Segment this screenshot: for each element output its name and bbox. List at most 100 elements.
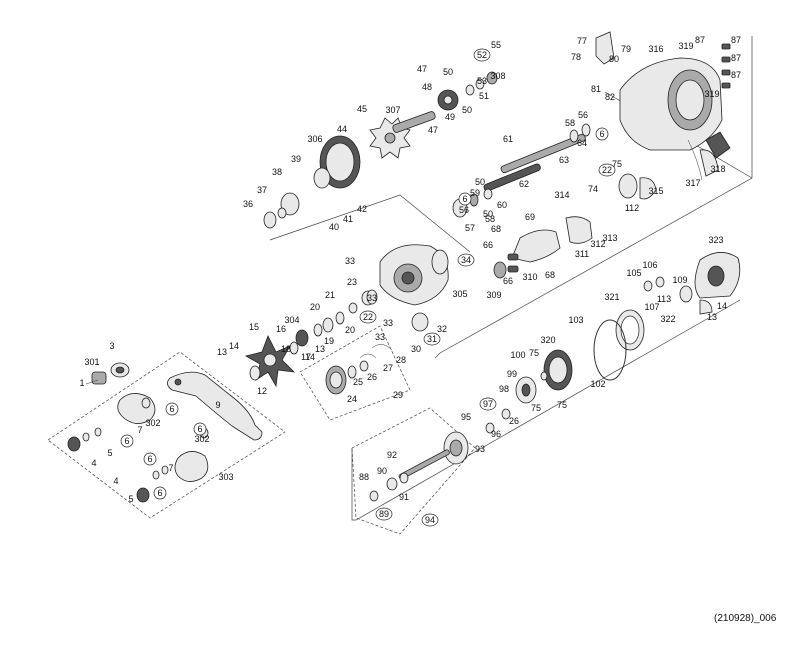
part-label-314: 314 — [554, 190, 569, 200]
part-label-32: 32 — [437, 324, 447, 334]
level-wind-shaft — [483, 133, 586, 192]
part-label-74a: 74 — [588, 184, 598, 194]
part-number: 94 — [425, 515, 435, 525]
part-number: 302 — [145, 418, 160, 428]
handle-arm — [167, 371, 263, 441]
part-number: 20 — [345, 325, 355, 335]
circled-label-ring — [375, 507, 393, 521]
diagram-code: (210928)_006 — [714, 613, 777, 624]
circled-label-ring — [193, 422, 207, 436]
brake-parts — [643, 276, 713, 315]
part-number: 302 — [194, 434, 209, 444]
part-number: 312 — [590, 239, 605, 249]
part-label-6a: 6 — [165, 402, 179, 416]
part-number: 14 — [229, 341, 239, 351]
parts-drawing — [47, 31, 753, 535]
part-label-36: 36 — [243, 199, 253, 209]
part-label-51: 51 — [479, 91, 489, 101]
part-label-90: 90 — [377, 466, 387, 476]
part-number: 26 — [509, 416, 519, 426]
part-number: 9 — [215, 400, 220, 410]
part-number: 18 — [281, 344, 291, 354]
part-number: 105 — [626, 268, 641, 278]
spool-shaft-assembly — [369, 431, 469, 502]
part-number: 87 — [695, 35, 705, 45]
part-label-13c: 13 — [707, 312, 717, 322]
circled-label-ring — [595, 127, 609, 141]
part-label-20a: 20 — [310, 302, 320, 312]
part-label-6g: 6 — [458, 192, 472, 206]
part-label-316: 316 — [648, 44, 663, 54]
circled-label-ring — [473, 48, 491, 62]
part-label-64: 64 — [577, 138, 587, 148]
part-number: 40 — [329, 222, 339, 232]
part-label-45: 45 — [357, 104, 367, 114]
part-label-57: 57 — [465, 223, 475, 233]
part-number: 59 — [470, 188, 480, 198]
upper-group-outline — [269, 194, 471, 253]
part-label-308: 308 — [490, 71, 505, 81]
part-number: 14 — [717, 301, 727, 311]
part-label-6f: 6 — [595, 127, 609, 141]
thumb-bar — [699, 131, 731, 177]
part-label-22a: 22 — [359, 310, 377, 324]
part-label-33a: 33 — [345, 256, 355, 266]
part-label-41: 41 — [343, 214, 353, 224]
circled-label-ring — [423, 332, 441, 346]
part-label-58a: 58 — [485, 214, 495, 224]
part-label-321: 321 — [604, 292, 619, 302]
part-label-63: 63 — [559, 155, 569, 165]
part-number: 33 — [367, 293, 377, 303]
part-label-66b: 66 — [503, 276, 513, 286]
part-number: 48 — [422, 82, 432, 92]
side-plate — [379, 244, 449, 306]
part-label-50a: 50 — [443, 67, 453, 77]
part-label-9: 9 — [215, 400, 220, 410]
part-label-92: 92 — [387, 450, 397, 460]
part-label-93: 93 — [475, 444, 485, 454]
part-number: 82 — [605, 92, 615, 102]
part-label-320: 320 — [540, 335, 555, 345]
part-label-95: 95 — [461, 412, 471, 422]
part-number: 33 — [383, 318, 393, 328]
pinion-parts — [465, 71, 498, 96]
part-number: 13 — [707, 312, 717, 322]
part-label-39: 39 — [291, 154, 301, 164]
part-label-106: 106 — [642, 260, 657, 270]
part-number: 109 — [672, 275, 687, 285]
part-number: 34 — [461, 255, 471, 265]
palming-side-cover — [694, 252, 741, 299]
main-body-group-outline — [434, 36, 753, 359]
part-number: 321 — [604, 292, 619, 302]
part-label-68b: 68 — [545, 270, 555, 280]
handle-knob-lower — [174, 451, 209, 482]
part-label-24: 24 — [347, 394, 357, 404]
clutch-lever — [595, 31, 615, 65]
part-number: 57 — [465, 223, 475, 233]
part-label-105: 105 — [626, 268, 641, 278]
part-number: 28 — [396, 355, 406, 365]
part-label-58b: 58 — [565, 118, 575, 128]
part-label-13b: 13 — [315, 344, 325, 354]
part-number: 99 — [507, 369, 517, 379]
part-number: 6 — [169, 404, 174, 414]
part-number: 41 — [343, 214, 353, 224]
part-label-3: 3 — [109, 341, 114, 351]
part-number: 90 — [377, 466, 387, 476]
part-number: 32 — [437, 324, 447, 334]
part-number: 314 — [554, 190, 569, 200]
part-number: 14 — [305, 352, 315, 362]
part-number: 21 — [325, 290, 335, 300]
part-label-62: 62 — [519, 179, 529, 189]
part-label-96: 96 — [491, 429, 501, 439]
part-label-13a: 13 — [217, 347, 227, 357]
part-number: 106 — [642, 260, 657, 270]
part-number: 6 — [124, 436, 129, 446]
circled-label-ring — [421, 513, 439, 527]
part-number: 311 — [575, 249, 589, 259]
part-number: 13 — [217, 347, 227, 357]
part-number: 306 — [307, 134, 322, 144]
part-label-5a: 5 — [107, 448, 112, 458]
part-label-5b: 5 — [128, 494, 133, 504]
